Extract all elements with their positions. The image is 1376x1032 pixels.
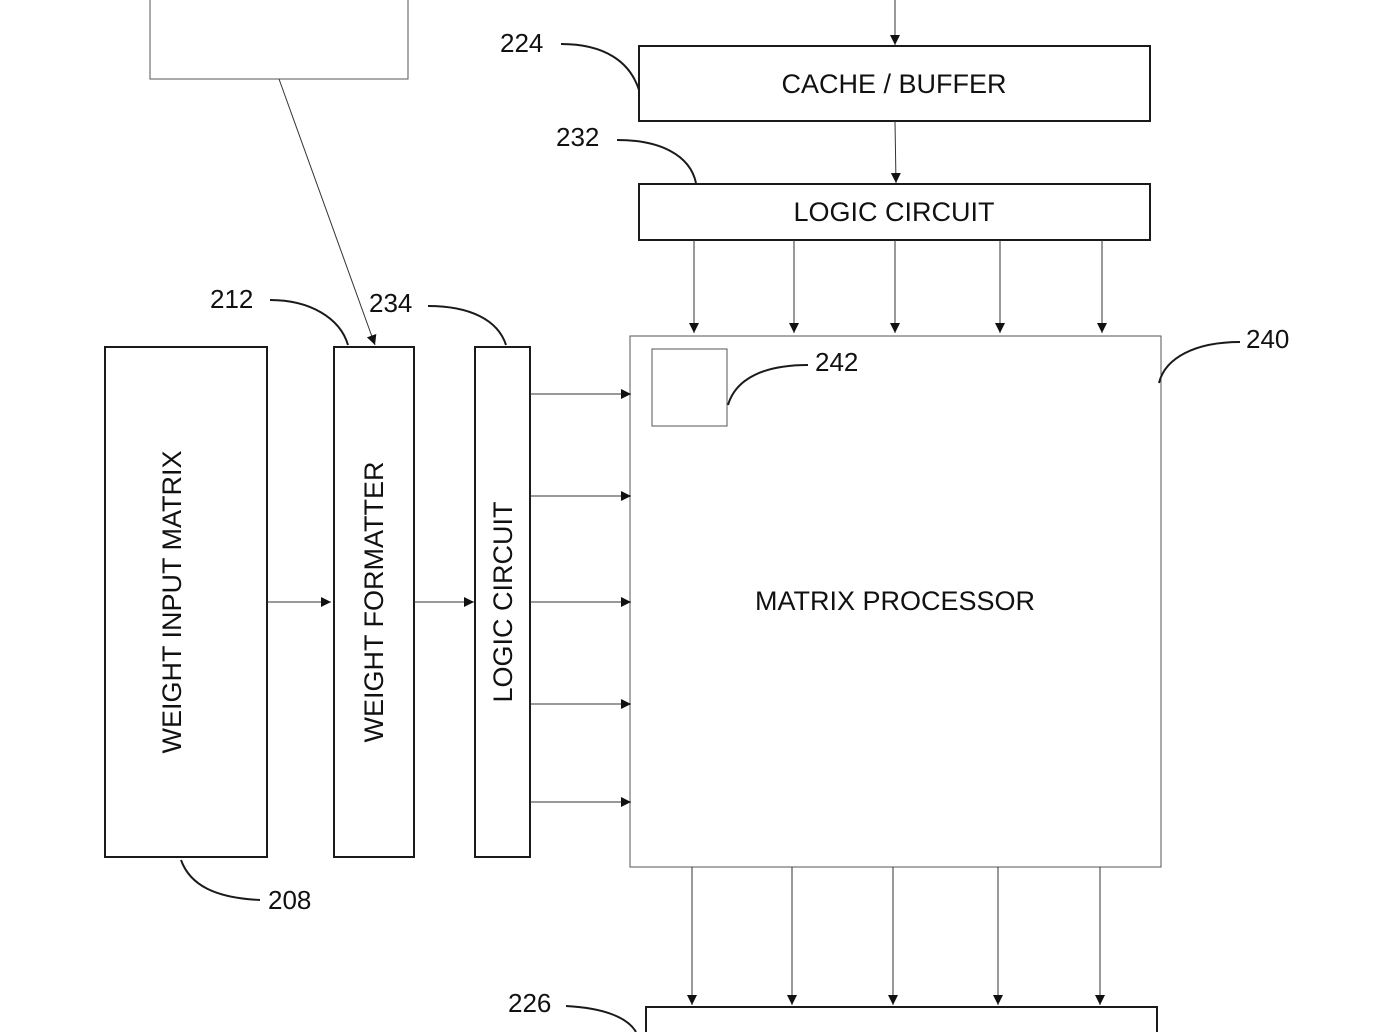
upstream-to-weight-formatter-wire xyxy=(278,78,377,346)
ref-208-leader xyxy=(180,859,261,901)
ref-240: 240 xyxy=(1246,324,1289,354)
processing-element-block xyxy=(651,348,728,427)
ref-232: 232 xyxy=(556,122,599,152)
ref-208: 208 xyxy=(268,885,311,915)
ref-232-leader xyxy=(616,139,697,184)
weight-input-matrix-label: WEIGHT INPUT MATRIX xyxy=(157,450,187,753)
ref-212: 212 xyxy=(210,284,253,314)
ref-226-leader xyxy=(565,1005,637,1032)
logic-circuit-top-label: LOGIC CIRCUIT xyxy=(793,197,994,227)
ref-242-leader xyxy=(727,364,809,406)
ref-234-leader xyxy=(427,305,507,346)
ref-224: 224 xyxy=(500,28,543,58)
cache-buffer-label: CACHE / BUFFER xyxy=(781,69,1006,99)
cache-to-logic-arrow xyxy=(890,120,901,184)
weight-formatter-label: WEIGHT FORMATTER xyxy=(359,462,389,743)
ref-240-leader xyxy=(1158,341,1241,384)
cache-buffer-block xyxy=(638,45,1151,122)
ref-224-leader xyxy=(560,43,640,91)
weight-input-matrix-block xyxy=(104,346,268,858)
ref-242: 242 xyxy=(815,347,858,377)
ref-212-leader xyxy=(269,299,349,346)
logic-circuit-left-block xyxy=(474,346,531,858)
logic-circuit-left-label: LOGIC CIRCUIT xyxy=(488,501,518,702)
ref-234: 234 xyxy=(369,288,412,318)
upstream-block xyxy=(149,0,409,80)
logic-circuit-top-block xyxy=(638,183,1151,241)
weight-formatter-block xyxy=(333,346,415,858)
ref-226: 226 xyxy=(508,988,551,1018)
output-block xyxy=(645,1006,1158,1032)
matrix-processor-label: MATRIX PROCESSOR xyxy=(755,586,1035,616)
